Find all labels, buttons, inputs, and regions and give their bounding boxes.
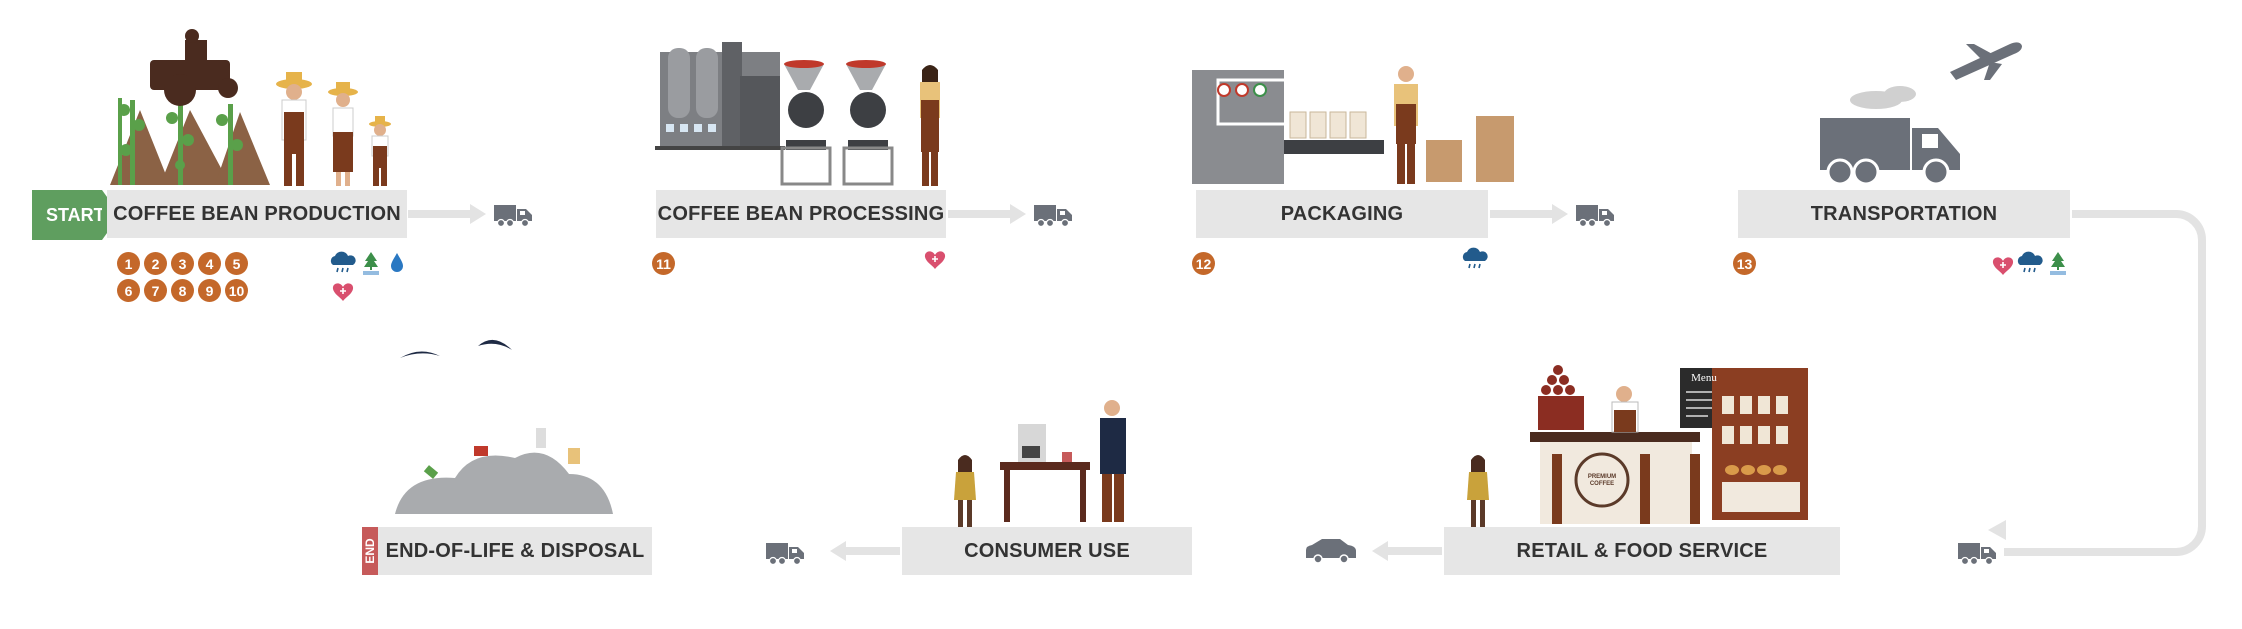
truck-icon <box>1957 542 1997 566</box>
landfill-illustration <box>395 339 613 514</box>
start-flag: START <box>32 190 105 240</box>
truck-icon <box>765 542 805 566</box>
reference-number: 4 <box>198 252 221 275</box>
reference-number: 1 <box>117 252 140 275</box>
stage-coffee-bean-processing: COFFEE BEAN PROCESSING <box>656 190 946 238</box>
reference-number: 13 <box>1733 252 1756 275</box>
car-icon <box>1306 539 1356 564</box>
packaging-line-illustration <box>1192 66 1514 184</box>
coffee-cup-label: PREMIUM COFFEE <box>1587 474 1617 487</box>
reference-number: 8 <box>171 279 194 302</box>
airplane-icon <box>1950 42 2022 80</box>
stage-transportation: TRANSPORTATION <box>1738 190 2070 238</box>
reference-number: 6 <box>117 279 140 302</box>
transport-illustration <box>1820 42 2022 186</box>
truck-icon <box>1033 204 1073 228</box>
reference-number: 3 <box>171 252 194 275</box>
processing-plant-illustration <box>655 42 940 186</box>
reference-number: 10 <box>225 279 248 302</box>
heart-icon <box>332 282 354 302</box>
reference-number: 7 <box>144 279 167 302</box>
start-label: START <box>46 204 105 225</box>
heart-icon <box>924 250 946 270</box>
reference-number: 2 <box>144 252 167 275</box>
coffee-farm-illustration <box>110 29 391 186</box>
reference-number: 12 <box>1192 252 1215 275</box>
truck-icon <box>1575 204 1615 228</box>
tree-icon <box>2049 251 2067 275</box>
stage-coffee-bean-production: COFFEE BEAN PRODUCTION <box>107 190 407 238</box>
tree-icon <box>362 251 380 275</box>
heart-icon <box>1992 256 2014 276</box>
reference-number: 11 <box>652 252 675 275</box>
retail-cafe-illustration <box>1467 365 1808 530</box>
truck-icon <box>493 204 533 228</box>
cafe-menu-board-title: Menu <box>1691 372 1717 384</box>
end-label: END <box>363 538 377 564</box>
cloud-rain-icon <box>1462 246 1489 269</box>
reference-number: 5 <box>225 252 248 275</box>
stage-packaging: PACKAGING <box>1196 190 1488 238</box>
stage-retail-food-service: RETAIL & FOOD SERVICE <box>1444 527 1840 575</box>
end-flag: END <box>362 527 378 575</box>
water-drop-icon <box>391 253 403 272</box>
cloud-rain-icon <box>330 250 357 273</box>
stage-end-of-life-disposal: END-OF-LIFE & DISPOSAL <box>378 527 652 575</box>
stage-consumer-use: CONSUMER USE <box>902 527 1192 575</box>
reference-number: 9 <box>198 279 221 302</box>
consumer-illustration <box>954 400 1126 530</box>
cloud-rain-icon <box>2017 250 2044 273</box>
